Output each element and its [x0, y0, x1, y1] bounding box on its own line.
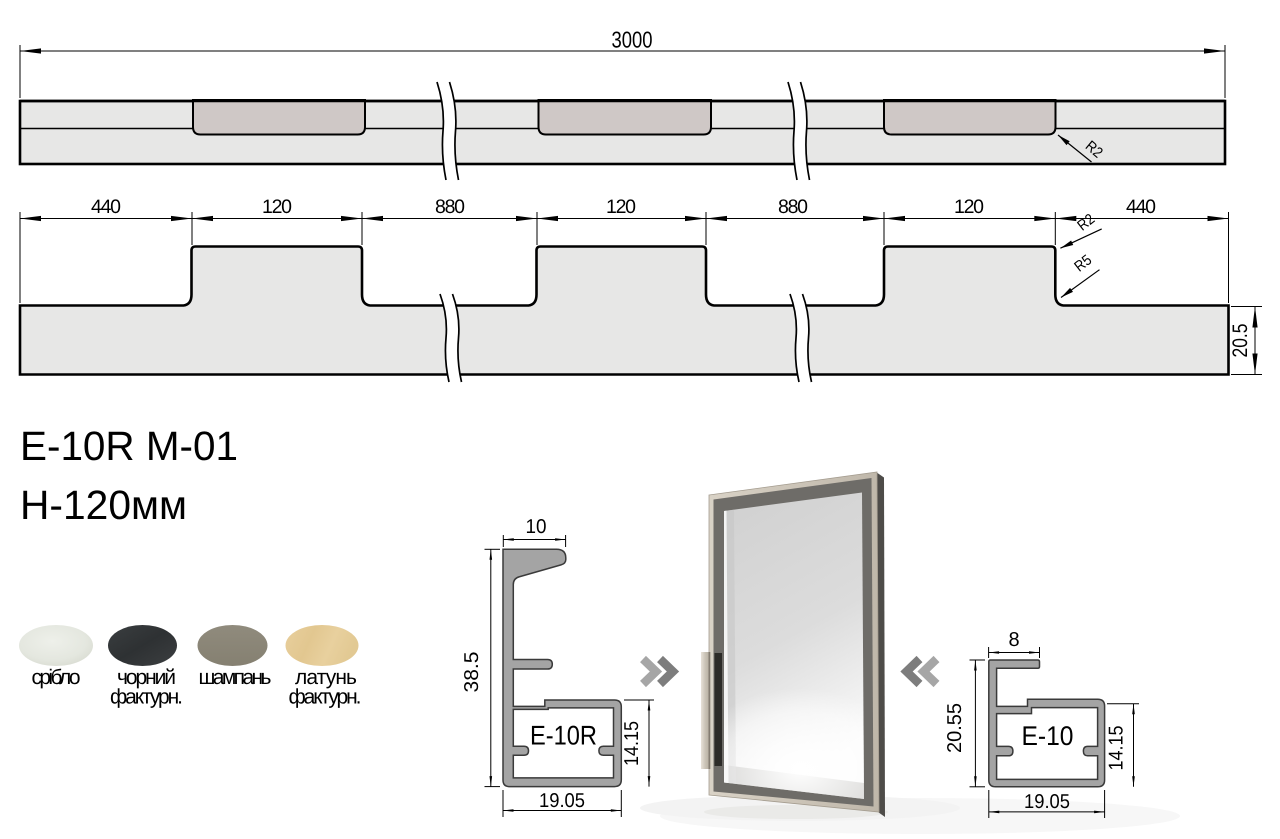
svg-text:3000: 3000 — [612, 27, 653, 53]
svg-text:E-10R M-01: E-10R M-01 — [20, 423, 238, 469]
svg-text:120: 120 — [954, 196, 984, 218]
svg-text:фактурн.: фактурн. — [289, 686, 362, 709]
svg-text:14.15: 14.15 — [621, 721, 643, 766]
svg-text:E-10R: E-10R — [530, 721, 597, 751]
svg-text:8: 8 — [1008, 629, 1019, 651]
svg-text:20.55: 20.55 — [944, 703, 966, 753]
svg-text:E-10: E-10 — [1022, 721, 1074, 751]
svg-text:14.15: 14.15 — [1106, 726, 1128, 771]
svg-text:H-120мм: H-120мм — [20, 482, 187, 528]
svg-text:120: 120 — [606, 196, 636, 218]
svg-text:880: 880 — [778, 196, 808, 218]
svg-text:R2: R2 — [1082, 138, 1106, 162]
svg-text:10: 10 — [526, 516, 547, 538]
svg-text:шампань: шампань — [199, 666, 272, 689]
svg-text:срібло: срібло — [32, 666, 81, 689]
svg-text:19.05: 19.05 — [1024, 791, 1070, 813]
svg-text:чорний: чорний — [117, 666, 176, 689]
svg-text:латунь: латунь — [295, 666, 357, 689]
svg-text:880: 880 — [435, 196, 465, 218]
svg-text:фактурн.: фактурн. — [110, 686, 183, 709]
svg-text:38.5: 38.5 — [461, 652, 483, 693]
svg-text:440: 440 — [1126, 196, 1156, 218]
svg-text:120: 120 — [262, 196, 292, 218]
svg-text:19.05: 19.05 — [539, 790, 585, 812]
svg-text:20.5: 20.5 — [1229, 324, 1252, 358]
svg-text:440: 440 — [91, 196, 121, 218]
svg-text:R2: R2 — [1074, 211, 1098, 235]
svg-text:R5: R5 — [1071, 252, 1095, 276]
